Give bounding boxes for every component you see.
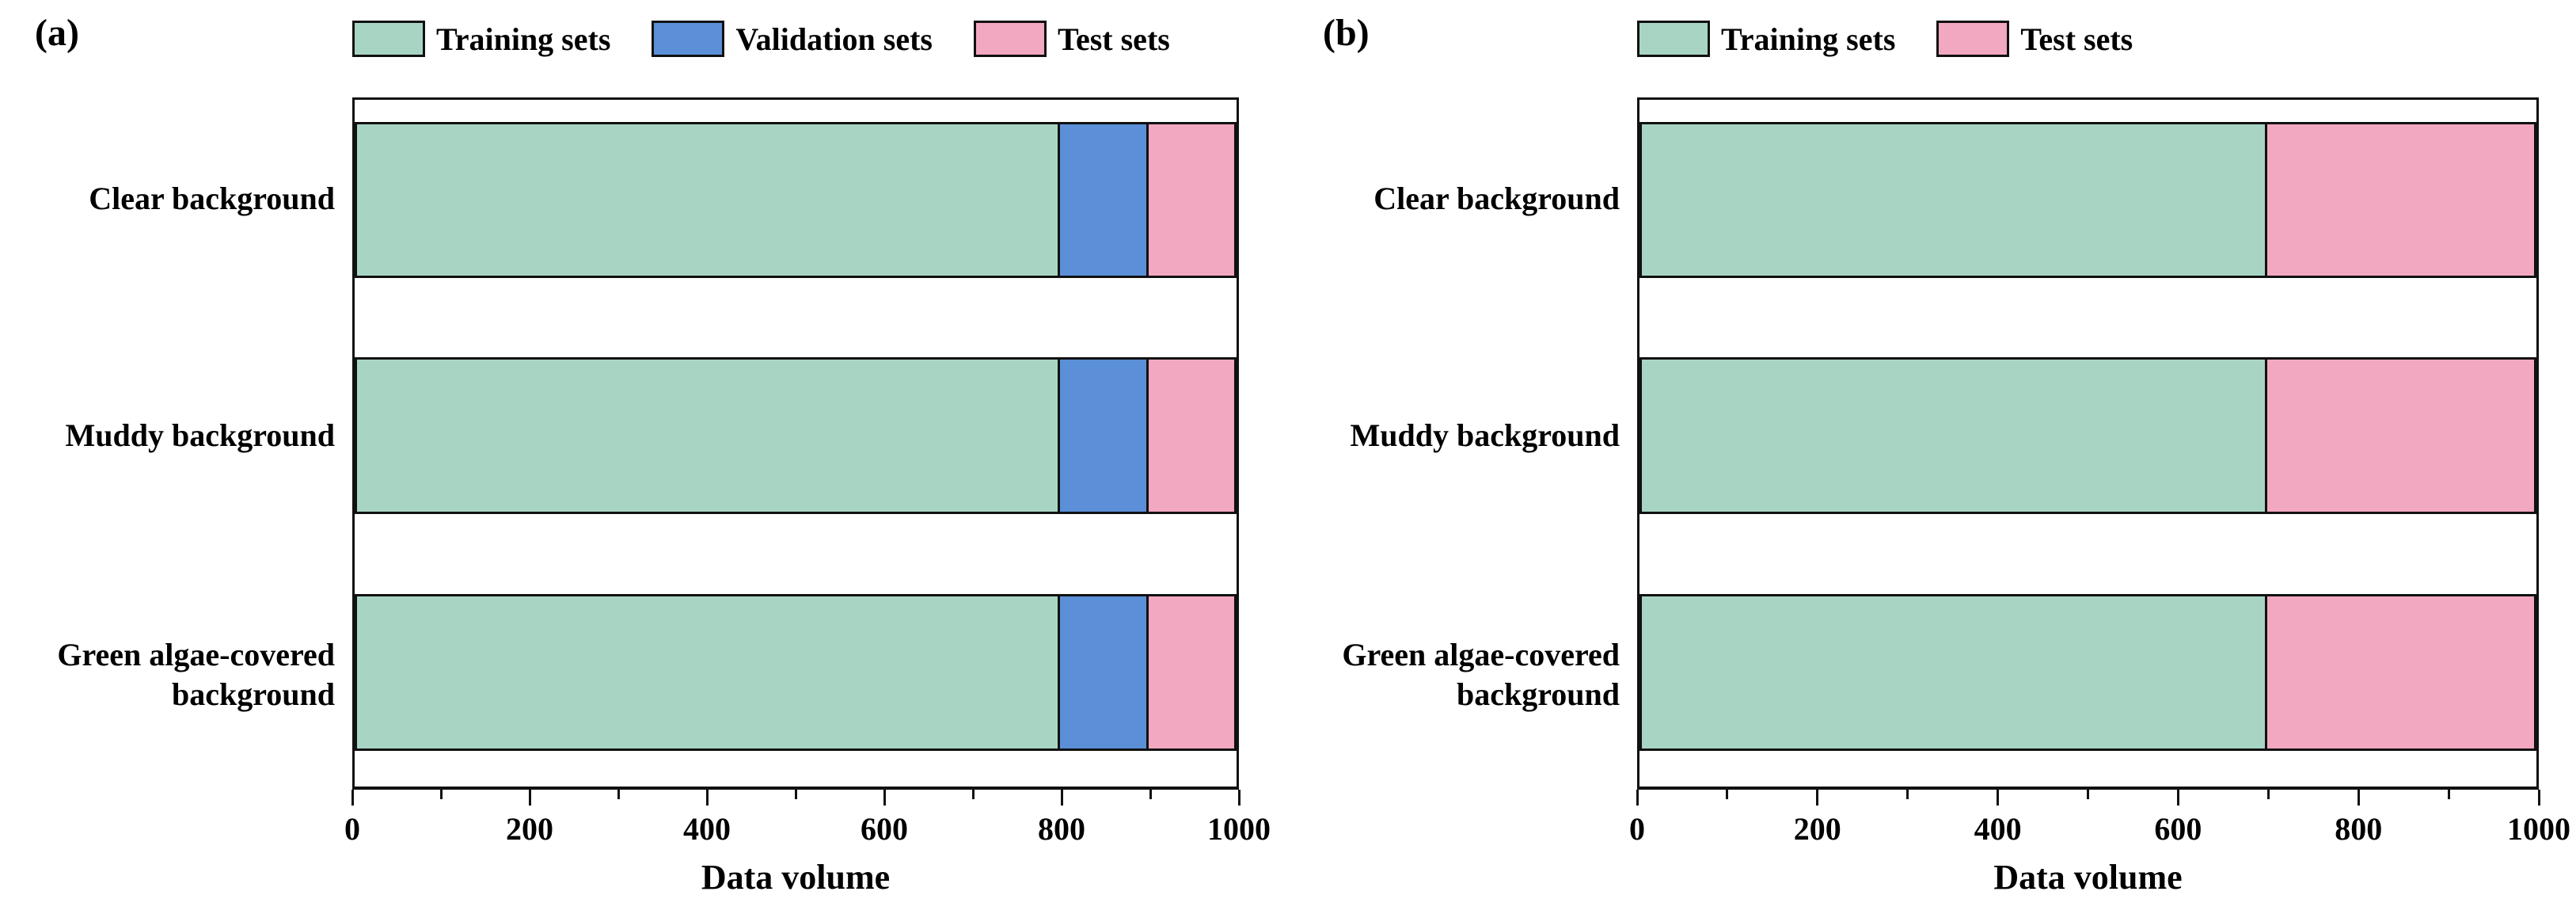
x-tick-label: 1000 — [2507, 811, 2570, 847]
bar-segment — [1060, 121, 1149, 279]
legend-swatch-icon — [352, 21, 425, 57]
x-axis-ticks: 0 200 400 600 800 1000 — [1629, 790, 2570, 857]
bar-segment — [1639, 357, 2268, 514]
x-tick-major — [2176, 790, 2179, 806]
bar-segment — [355, 594, 1061, 751]
x-tick-label: 800 — [2335, 811, 2383, 847]
x-tick-minor — [1906, 790, 1909, 799]
bar-segment — [1148, 121, 1237, 279]
legend-swatch-icon — [1936, 21, 2010, 57]
panel-tag: (b) — [1323, 12, 1370, 54]
legend: Training sets Validation sets Test sets — [352, 16, 1170, 62]
x-tick-label: 200 — [506, 811, 553, 847]
x-tick-label: 200 — [1793, 811, 1841, 847]
bar-segment — [1060, 357, 1149, 514]
category-label: Muddy background — [65, 417, 335, 454]
x-tick-minor — [1149, 790, 1152, 799]
bar-segment — [2267, 121, 2536, 279]
x-tick-major — [1997, 790, 2000, 806]
x-tick-minor — [439, 790, 443, 799]
x-tick-minor — [2087, 790, 2089, 799]
x-tick-label: 1000 — [1207, 811, 1271, 847]
x-tick-label: 0 — [344, 811, 360, 847]
x-tick-major — [883, 790, 886, 806]
x-tick-major — [1816, 790, 1819, 806]
category-label: Clear background — [89, 180, 335, 216]
legend-swatch-icon — [973, 21, 1047, 57]
bar-segment — [355, 357, 1061, 514]
x-tick-minor — [971, 790, 975, 799]
panel-b: (b) Training sets Test sets Clear backgro… — [1288, 0, 2576, 918]
x-tick-label: 600 — [861, 811, 908, 847]
x-axis-ticks: 0 200 400 600 800 1000 — [344, 790, 1271, 857]
legend-item: Training sets — [352, 21, 610, 58]
bar-segment — [1060, 594, 1149, 751]
x-tick-major — [1237, 790, 1241, 806]
x-tick-label: 600 — [2154, 811, 2202, 847]
category-label: Green algae-covered background — [1342, 636, 1620, 712]
x-tick-major — [2537, 790, 2540, 806]
plot-area — [352, 97, 1239, 790]
legend-swatch-icon — [1637, 21, 1710, 57]
panel-a: (a) Training sets Validation sets Test set… — [0, 12, 1271, 897]
bar-segment — [1639, 594, 2268, 751]
category-label: Green algae-covered background — [57, 636, 335, 712]
x-tick-major — [351, 790, 354, 806]
legend-label: Validation sets — [735, 21, 933, 57]
x-tick-minor — [1726, 790, 1729, 799]
bar-segment — [2267, 357, 2536, 514]
x-tick-label: 400 — [683, 811, 731, 847]
x-tick-label: 0 — [1629, 811, 1645, 847]
category-label: Muddy background — [1350, 417, 1620, 454]
bar-segment — [1148, 357, 1237, 514]
bar-segment — [1639, 121, 2268, 279]
x-tick-minor — [2447, 790, 2450, 799]
bar-segment — [1148, 594, 1237, 751]
legend-item: Training sets — [1637, 21, 1895, 58]
x-tick-label: 800 — [1038, 811, 1085, 847]
legend-swatch-icon — [652, 21, 725, 57]
panel-tag: (a) — [35, 12, 79, 54]
x-tick-major — [528, 790, 531, 806]
plot-area — [1637, 97, 2539, 790]
x-tick-major — [1636, 790, 1639, 806]
legend-item: Test sets — [1936, 21, 2133, 58]
x-tick-major — [2357, 790, 2360, 806]
x-tick-minor — [794, 790, 797, 799]
legend-label: Training sets — [436, 21, 611, 57]
legend-label: Test sets — [1057, 21, 1170, 57]
x-tick-minor — [2266, 790, 2270, 799]
x-tick-major — [705, 790, 709, 806]
legend-label: Training sets — [1721, 21, 1896, 57]
x-axis-label: Data volume — [1993, 858, 2183, 897]
x-tick-minor — [617, 790, 620, 799]
bar-segment — [2267, 594, 2536, 751]
legend-item: Test sets — [973, 21, 1170, 58]
legend: Training sets Test sets — [1637, 16, 2133, 62]
legend-label: Test sets — [2020, 21, 2133, 57]
x-tick-major — [1060, 790, 1063, 806]
x-tick-label: 400 — [1974, 811, 2022, 847]
category-label: Clear background — [1373, 180, 1620, 216]
bar-segment — [355, 121, 1061, 279]
legend-item: Validation sets — [652, 21, 933, 58]
x-axis-label: Data volume — [701, 858, 891, 897]
